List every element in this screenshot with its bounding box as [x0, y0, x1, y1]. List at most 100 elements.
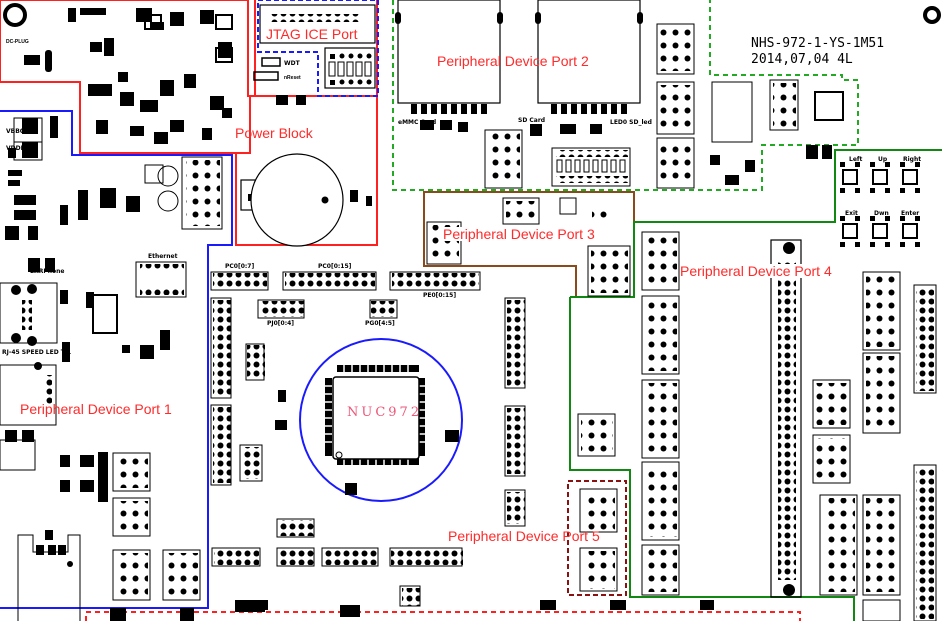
chip-highlight-circle [299, 338, 463, 502]
sim-dip [112, 549, 151, 601]
pin-header-pc0-7 [210, 271, 269, 291]
uart-dip [819, 494, 858, 596]
pin-header-ph4-7 [239, 444, 263, 482]
pin-label-pe0-15: PE0[0:15] [423, 292, 457, 299]
sd-dip [551, 147, 631, 187]
key-label-exit: Exit [845, 210, 858, 217]
lcd-dip-4 [641, 461, 680, 541]
nand-dip-1 [656, 23, 695, 75]
nand-dip-3 [656, 137, 695, 189]
vbbc-label: VBBC [6, 128, 25, 135]
audio-jack [0, 364, 57, 426]
cmos-dip-1 [862, 271, 901, 351]
chip-pins [325, 365, 425, 465]
board-date-revision: 2014,07,04 4L [751, 52, 853, 67]
pdp5-dip-1 [579, 488, 618, 533]
emmc-card-label: eMMC Card [398, 119, 437, 126]
dc-plug-label: DC-PLUG [6, 39, 29, 45]
sim-dip-2 [162, 549, 201, 601]
jtag-ice-port-label: JTAG ICE Port [265, 26, 359, 42]
wdt-label: WDT [284, 60, 301, 67]
peripheral-device-port-4-label: Peripheral Device Port 4 [680, 263, 832, 279]
nand-dip-2 [656, 81, 695, 135]
emmc-card-socket [397, 0, 501, 104]
key-label-enter: Enter [901, 210, 920, 217]
lcd-dip-3 [641, 379, 680, 459]
right-edge-header [913, 464, 937, 621]
lcd-touch-dip [641, 544, 680, 596]
vdd-label: VDDB [6, 145, 26, 152]
key-label-right: Right [903, 156, 922, 163]
pdp3-dip-2 [587, 245, 631, 297]
pdp5-outline [567, 480, 627, 596]
pin-label-pg4-5: PG0[4:5] [365, 320, 395, 327]
wdt-jumper [261, 57, 281, 67]
peripheral-device-port-5-label: Peripheral Device Port 5 [448, 528, 600, 544]
pin-header-pe0-15 [389, 271, 481, 291]
dc-plug-component [24, 55, 40, 65]
chip-label: NUC972 [347, 405, 423, 420]
bottom-block-outline [85, 611, 801, 621]
bottom-smd [110, 600, 714, 621]
pdp3-chip [559, 197, 577, 215]
power-block-lower-outline [250, 0, 256, 97]
lcd-dip-2 [641, 295, 680, 375]
key-switch [215, 47, 233, 63]
key-label-dwn: Dwn [874, 210, 889, 217]
bottom-right-dip [862, 599, 901, 621]
peripheral-device-port-2-label: Peripheral Device Port 2 [437, 53, 589, 69]
nreset-label: nReset [284, 75, 301, 81]
pdp3-dip [502, 197, 540, 225]
pin-header-bottom-1 [211, 547, 261, 567]
dip-switch-pins [186, 160, 220, 226]
sim-card-slot [17, 534, 81, 621]
pin-label-pc0-7: PC0[0:7] [225, 263, 255, 270]
power-block-main-outline [0, 0, 378, 246]
misc-smd [420, 120, 832, 185]
pin1-marker [335, 451, 343, 459]
usb-connector [0, 439, 36, 471]
peripheral-device-port-3-label: Peripheral Device Port 3 [443, 226, 595, 242]
pdp4-outline-top [570, 149, 942, 298]
capacitor [157, 190, 179, 212]
jtag-header [259, 4, 376, 44]
pdp3-header [426, 221, 462, 265]
nreset-jumper [253, 71, 279, 81]
uart-dip-2 [862, 494, 901, 596]
jtag-pins [270, 14, 360, 22]
key-switch [215, 14, 233, 30]
emmc-dip [484, 129, 523, 189]
eth-phy-chip [92, 294, 118, 334]
pdp5-dip-2 [579, 547, 618, 592]
can-dip [812, 434, 851, 484]
cmos-sensor-header [913, 284, 937, 394]
mounting-hole [923, 6, 941, 24]
mounting-hole [3, 3, 27, 27]
key-label-up: Up [878, 156, 888, 163]
power-smd-components [68, 8, 306, 144]
pdp1-dip-modules [13, 117, 223, 230]
key-label-left: Left [849, 156, 863, 163]
jtag-dip-switch [324, 47, 376, 89]
dc-plug-component [45, 50, 52, 72]
lcd-dip-1 [641, 231, 680, 291]
earphone-label: EARPhone [30, 268, 65, 275]
sd-card-socket [537, 0, 641, 104]
ethernet-label: Ethernet [148, 253, 178, 260]
pwm-dip [812, 379, 851, 429]
nav-keys [842, 169, 918, 239]
capacitor [157, 165, 179, 187]
coin-battery [250, 153, 344, 247]
cmos-dip-2 [862, 352, 901, 434]
pdp2-outline [392, 0, 859, 191]
spi-dip [769, 79, 799, 131]
sd-card-label: SD Card [518, 117, 546, 124]
board-part-number: NHS-972-1-YS-1M51 [751, 36, 885, 51]
pin-label-pj0-4: PJ0[0:4] [267, 320, 295, 327]
jtag-outline [257, 0, 379, 97]
spi-flash-chip [711, 81, 753, 143]
port4-dip-left [577, 413, 616, 457]
pin-label-pc0-15: PC0[0:15] [318, 263, 352, 270]
key-switch [144, 14, 162, 30]
